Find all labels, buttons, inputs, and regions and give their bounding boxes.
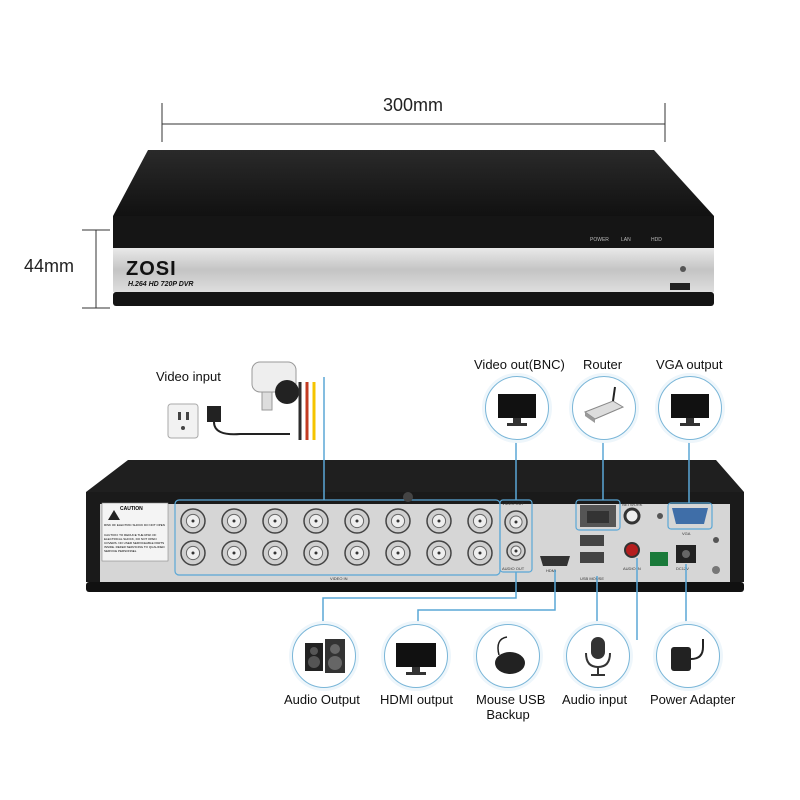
bnc-video-in-connector [344, 540, 370, 566]
router-icon [583, 386, 625, 423]
bnc-video-in-connector [221, 508, 247, 534]
microphone-icon [585, 637, 611, 676]
height-dimension: 44mm [24, 256, 75, 276]
bnc-video-in-connector [262, 508, 288, 534]
label-router: Router [583, 357, 623, 372]
monitor-icon [498, 394, 536, 426]
bnc-video-in-connector [262, 540, 288, 566]
bnc-video-in-connector [426, 540, 452, 566]
rca-audio-out-connector [506, 541, 526, 561]
bnc-video-in-connector [303, 540, 329, 566]
label-mouse-usb: Mouse USB Backup [476, 692, 546, 722]
bnc-video-out-connector [504, 510, 528, 534]
label-vga-output: VGA output [656, 357, 723, 372]
label-mouse-usb-line2: Backup [486, 707, 530, 722]
lan-led-label: LAN [621, 237, 631, 243]
hdmi-port-label: HDMI [546, 568, 557, 573]
network-port-label: NETWORK [622, 502, 643, 507]
dc-port-label: DC12V [676, 566, 689, 571]
label-mouse-usb-line1: Mouse USB [476, 692, 546, 707]
bnc-video-in-connector [467, 540, 493, 566]
power-led-label: POWER [590, 237, 609, 243]
power-outlet-icon [167, 403, 199, 439]
brand-logo: ZOSI [126, 258, 177, 280]
model-label: H.264 HD 720P DVR [128, 281, 194, 288]
video-out-monitor-circle [485, 376, 549, 440]
label-video-input: Video input [156, 369, 221, 384]
caution-text: CAUTION: TO REDUCE THE RISK OF ELECTRICA… [104, 533, 165, 553]
hdd-led-label: HDD [651, 237, 662, 243]
bnc-video-in-connector [221, 540, 247, 566]
video-out-label: VIDEO OUT [502, 501, 525, 506]
audio-out-label: AUDIO OUT [502, 566, 525, 571]
bnc-video-in-connector [180, 508, 206, 534]
monitor-icon [396, 643, 436, 675]
label-audio-output: Audio Output [284, 692, 360, 707]
usb-port-label: USB MOUSE [580, 576, 605, 581]
width-dimension: 300mm [383, 95, 444, 115]
label-video-out-bnc: Video out(BNC) [474, 357, 565, 372]
vga-monitor-circle [658, 376, 722, 440]
bnc-video-in-connector [385, 540, 411, 566]
camera-icon [251, 361, 299, 411]
power-adapter-circle [656, 624, 720, 688]
caution-title: CAUTION [120, 506, 143, 512]
power-adapter-icon [671, 639, 704, 671]
caution-risk: RISK OF ELECTRIC SHOCK DO NOT OPEN [104, 523, 165, 527]
mouse-circle [476, 624, 540, 688]
bnc-video-in-connector [180, 540, 206, 566]
bnc-video-in-connector [303, 508, 329, 534]
microphone-circle [566, 624, 630, 688]
bnc-video-in-connector [426, 508, 452, 534]
router-circle [572, 376, 636, 440]
video-in-label: VIDEO IN [330, 576, 348, 581]
label-audio-input: Audio input [562, 692, 628, 707]
speaker-circle [292, 624, 356, 688]
mouse-icon [495, 636, 525, 674]
label-hdmi-output: HDMI output [380, 692, 453, 707]
bnc-video-in-connector [467, 508, 493, 534]
vga-port-label: VGA [682, 531, 691, 536]
hdmi-monitor-circle [384, 624, 448, 688]
monitor-icon [671, 394, 709, 426]
speaker-icon [305, 639, 345, 673]
label-power-adapter: Power Adapter [650, 692, 736, 707]
bnc-video-in-connector [385, 508, 411, 534]
bnc-video-in-connector [344, 508, 370, 534]
audio-in-port-label: AUDIO IN [623, 566, 641, 571]
